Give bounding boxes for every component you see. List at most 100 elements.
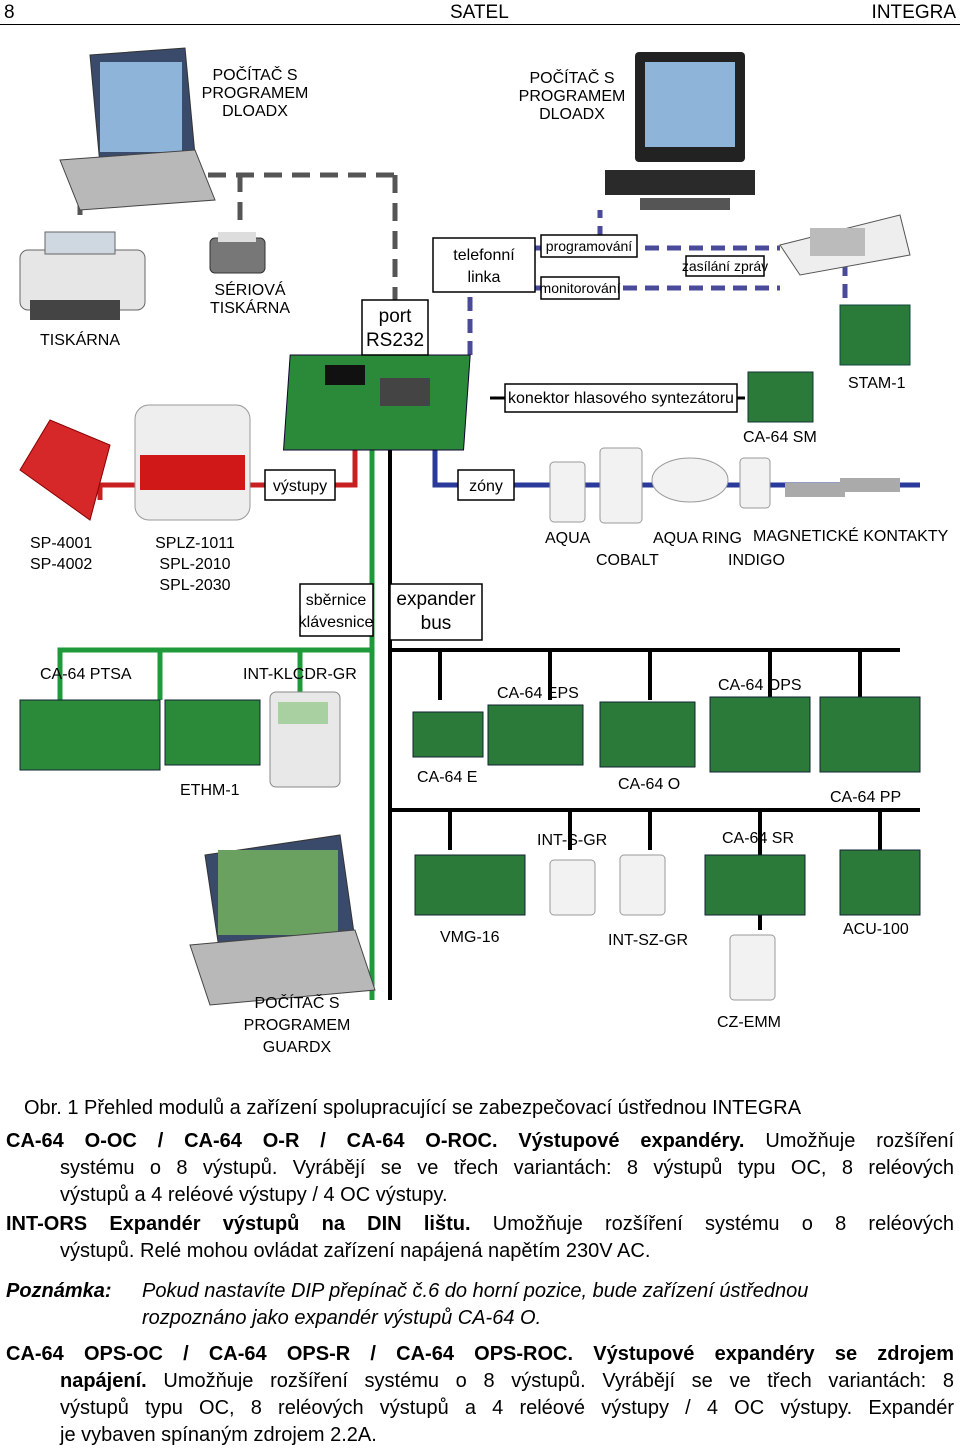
page-header: 8 SATEL INTEGRA <box>0 0 960 25</box>
serial-printer-label-1: SÉRIOVÁ <box>214 280 285 299</box>
ca64o-line1: Umožňuje rozšíření <box>765 1130 955 1152</box>
note-block: Poznámka: Pokud nastavíte DIP přepínač č.… <box>6 1278 954 1332</box>
intszgr-label: INT-SZ-GR <box>608 932 688 949</box>
programming-label: programování <box>546 238 632 254</box>
printer-icon <box>19 231 146 320</box>
vmg-label: VMG-16 <box>440 929 500 946</box>
ca64sm-board-icon <box>747 371 814 423</box>
stam-label: STAM-1 <box>848 375 906 392</box>
ca64o-label: CA-64 O <box>618 776 680 793</box>
ca64eps-label: CA-64 EPS <box>497 685 579 702</box>
messaging-label: zasílání zpráv <box>682 258 768 274</box>
paragraph-intors: INT-ORS Expandér výstupů na DIN lištu. U… <box>6 1211 954 1265</box>
ca64ops-line4: je vybaven spínaným zdrojem 2.2A. <box>60 1424 377 1446</box>
outputs-box <box>264 469 336 501</box>
pc-dloadx-left-label-1: POČÍTAČ S <box>212 65 297 84</box>
expander-bus-label-1: expander <box>396 589 476 610</box>
ca64ops-title-end: napájení. <box>60 1370 147 1392</box>
ca64ops-title: CA-64 OPS-OC / CA-64 OPS-R / CA-64 OPS-R… <box>6 1343 954 1365</box>
programming-box <box>540 234 638 258</box>
note-key: Poznámka: <box>6 1280 112 1302</box>
main-board-icon <box>282 354 471 451</box>
intsgr-label: INT-S-GR <box>537 832 607 849</box>
ca64sm-label: CA-64 SM <box>743 429 817 446</box>
voice-connector-box <box>504 383 738 413</box>
keypad-bus-label-1: sběrnice <box>306 592 367 609</box>
header-product: INTEGRA <box>871 2 956 23</box>
aqua-ring-label: AQUA RING <box>653 530 742 547</box>
indigo-label: INDIGO <box>728 552 785 569</box>
figure-caption: Obr. 1 Přehled modulů a zařízení spolupr… <box>24 1097 802 1119</box>
siren-sp-icon <box>19 419 111 521</box>
paragraph-ca64o: CA-64 O-OC / CA-64 O-R / CA-64 O-ROC. Vý… <box>6 1128 954 1209</box>
expander-bus-box <box>389 583 483 641</box>
intors-line1: Umožňuje rozšíření systému o 8 reléových <box>492 1213 955 1235</box>
pc-dloadx-right-label-3: DLOADX <box>539 106 605 123</box>
keypad-bus-box <box>299 583 374 637</box>
rs232-label-1: port <box>379 306 412 327</box>
rs232-box <box>361 299 429 356</box>
sp-label-2: SP-4002 <box>30 556 92 573</box>
detectors-icon <box>549 447 900 524</box>
phone-line-label-1: telefonní <box>453 247 515 264</box>
system-overview-diagram: telefonní linka programování monitorován… <box>19 47 949 1056</box>
serial-printer-icon <box>209 232 266 274</box>
intklcdr-label: INT-KLCDR-GR <box>243 666 357 683</box>
expander-boards-row1-icon <box>19 691 921 788</box>
expander-boards-row2-icon <box>189 834 921 1006</box>
ethm-label: ETHM-1 <box>180 782 240 799</box>
ca64ops-line2: Umožňuje rozšíření systému o 8 výstupů. … <box>163 1370 954 1392</box>
splz-label-1: SPLZ-1011 <box>155 535 235 552</box>
pc-dloadx-right-label-2: PROGRAMEM <box>519 88 626 105</box>
paragraph-ca64ops: CA-64 OPS-OC / CA-64 OPS-R / CA-64 OPS-R… <box>6 1341 954 1449</box>
rs232-label-2: RS232 <box>366 330 424 351</box>
messaging-box <box>685 255 765 277</box>
zones-label: zóny <box>469 478 503 495</box>
pc-guardx-label-2: PROGRAMEM <box>244 1017 351 1034</box>
stam-board-icon <box>839 304 911 366</box>
splz-label-2: SPL-2010 <box>159 556 230 573</box>
phone-icon <box>779 214 911 276</box>
keypad-bus-label-2: klávesnice <box>299 614 374 631</box>
expander-bus-drops1 <box>438 650 862 700</box>
serial-printer-label-2: TISKÁRNA <box>210 298 290 317</box>
siren-splz-icon <box>134 404 251 521</box>
note-line2: rozpoznáno jako expandér výstupů CA-64 O… <box>142 1307 542 1329</box>
ca64o-line3: výstupů a 4 reléové výstupy / 4 OC výstu… <box>60 1184 448 1206</box>
aqua-label: AQUA <box>545 530 591 547</box>
pc-dloadx-left-label-2: PROGRAMEM <box>202 85 309 102</box>
keypad-bus-line <box>57 450 375 700</box>
phone-line-label-2: linka <box>468 269 501 286</box>
zones-box <box>457 469 515 501</box>
intors-line2: výstupů. Relé mohou ovládat zařízení nap… <box>60 1240 651 1262</box>
sp-label-1: SP-4001 <box>30 535 92 552</box>
ca64o-title: CA-64 O-OC / CA-64 O-R / CA-64 O-ROC. Vý… <box>6 1130 745 1152</box>
header-brand: SATEL <box>450 2 509 23</box>
pc-dloadx-right-label-1: POČÍTAČ S <box>529 68 614 87</box>
laptop-left-icon <box>59 47 216 211</box>
cobalt-label: COBALT <box>596 552 659 569</box>
magnetic-contacts-label: MAGNETICKÉ KONTAKTY <box>753 526 949 545</box>
ca64o-line2: systému o 8 výstupů. Vyrábějí se ve třec… <box>60 1157 954 1179</box>
monitoring-box <box>540 276 620 300</box>
phone-line-box <box>432 237 536 293</box>
acu-label: ACU-100 <box>843 921 909 938</box>
note-line1: Pokud nastavíte DIP přepínač č.6 do horn… <box>142 1280 809 1302</box>
outputs-label: výstupy <box>273 478 327 495</box>
desktop-pc-right-icon <box>605 52 755 210</box>
ca64sr-label: CA-64 SR <box>722 830 794 847</box>
page-number: 8 <box>4 2 15 23</box>
ca64pp-label: CA-64 PP <box>830 789 901 806</box>
splz-label-3: SPL-2030 <box>159 577 230 594</box>
ca64ops-label: CA-64 OPS <box>718 677 802 694</box>
expander-bus-drops2 <box>448 810 882 930</box>
ca64ptsa-label: CA-64 PTSA <box>40 666 132 683</box>
voice-connector-label: konektor hlasového syntezátoru <box>508 390 734 407</box>
printer-label: TISKÁRNA <box>40 330 120 349</box>
czemm-label: CZ-EMM <box>717 1014 781 1031</box>
intors-title: INT-ORS Expandér výstupů na DIN lištu. <box>6 1213 471 1235</box>
monitoring-label: monitorování <box>540 280 621 296</box>
ca64e-label: CA-64 E <box>417 769 477 786</box>
pc-guardx-label-3: GUARDX <box>263 1039 332 1056</box>
pc-guardx-label-1: POČÍTAČ S <box>254 993 339 1012</box>
